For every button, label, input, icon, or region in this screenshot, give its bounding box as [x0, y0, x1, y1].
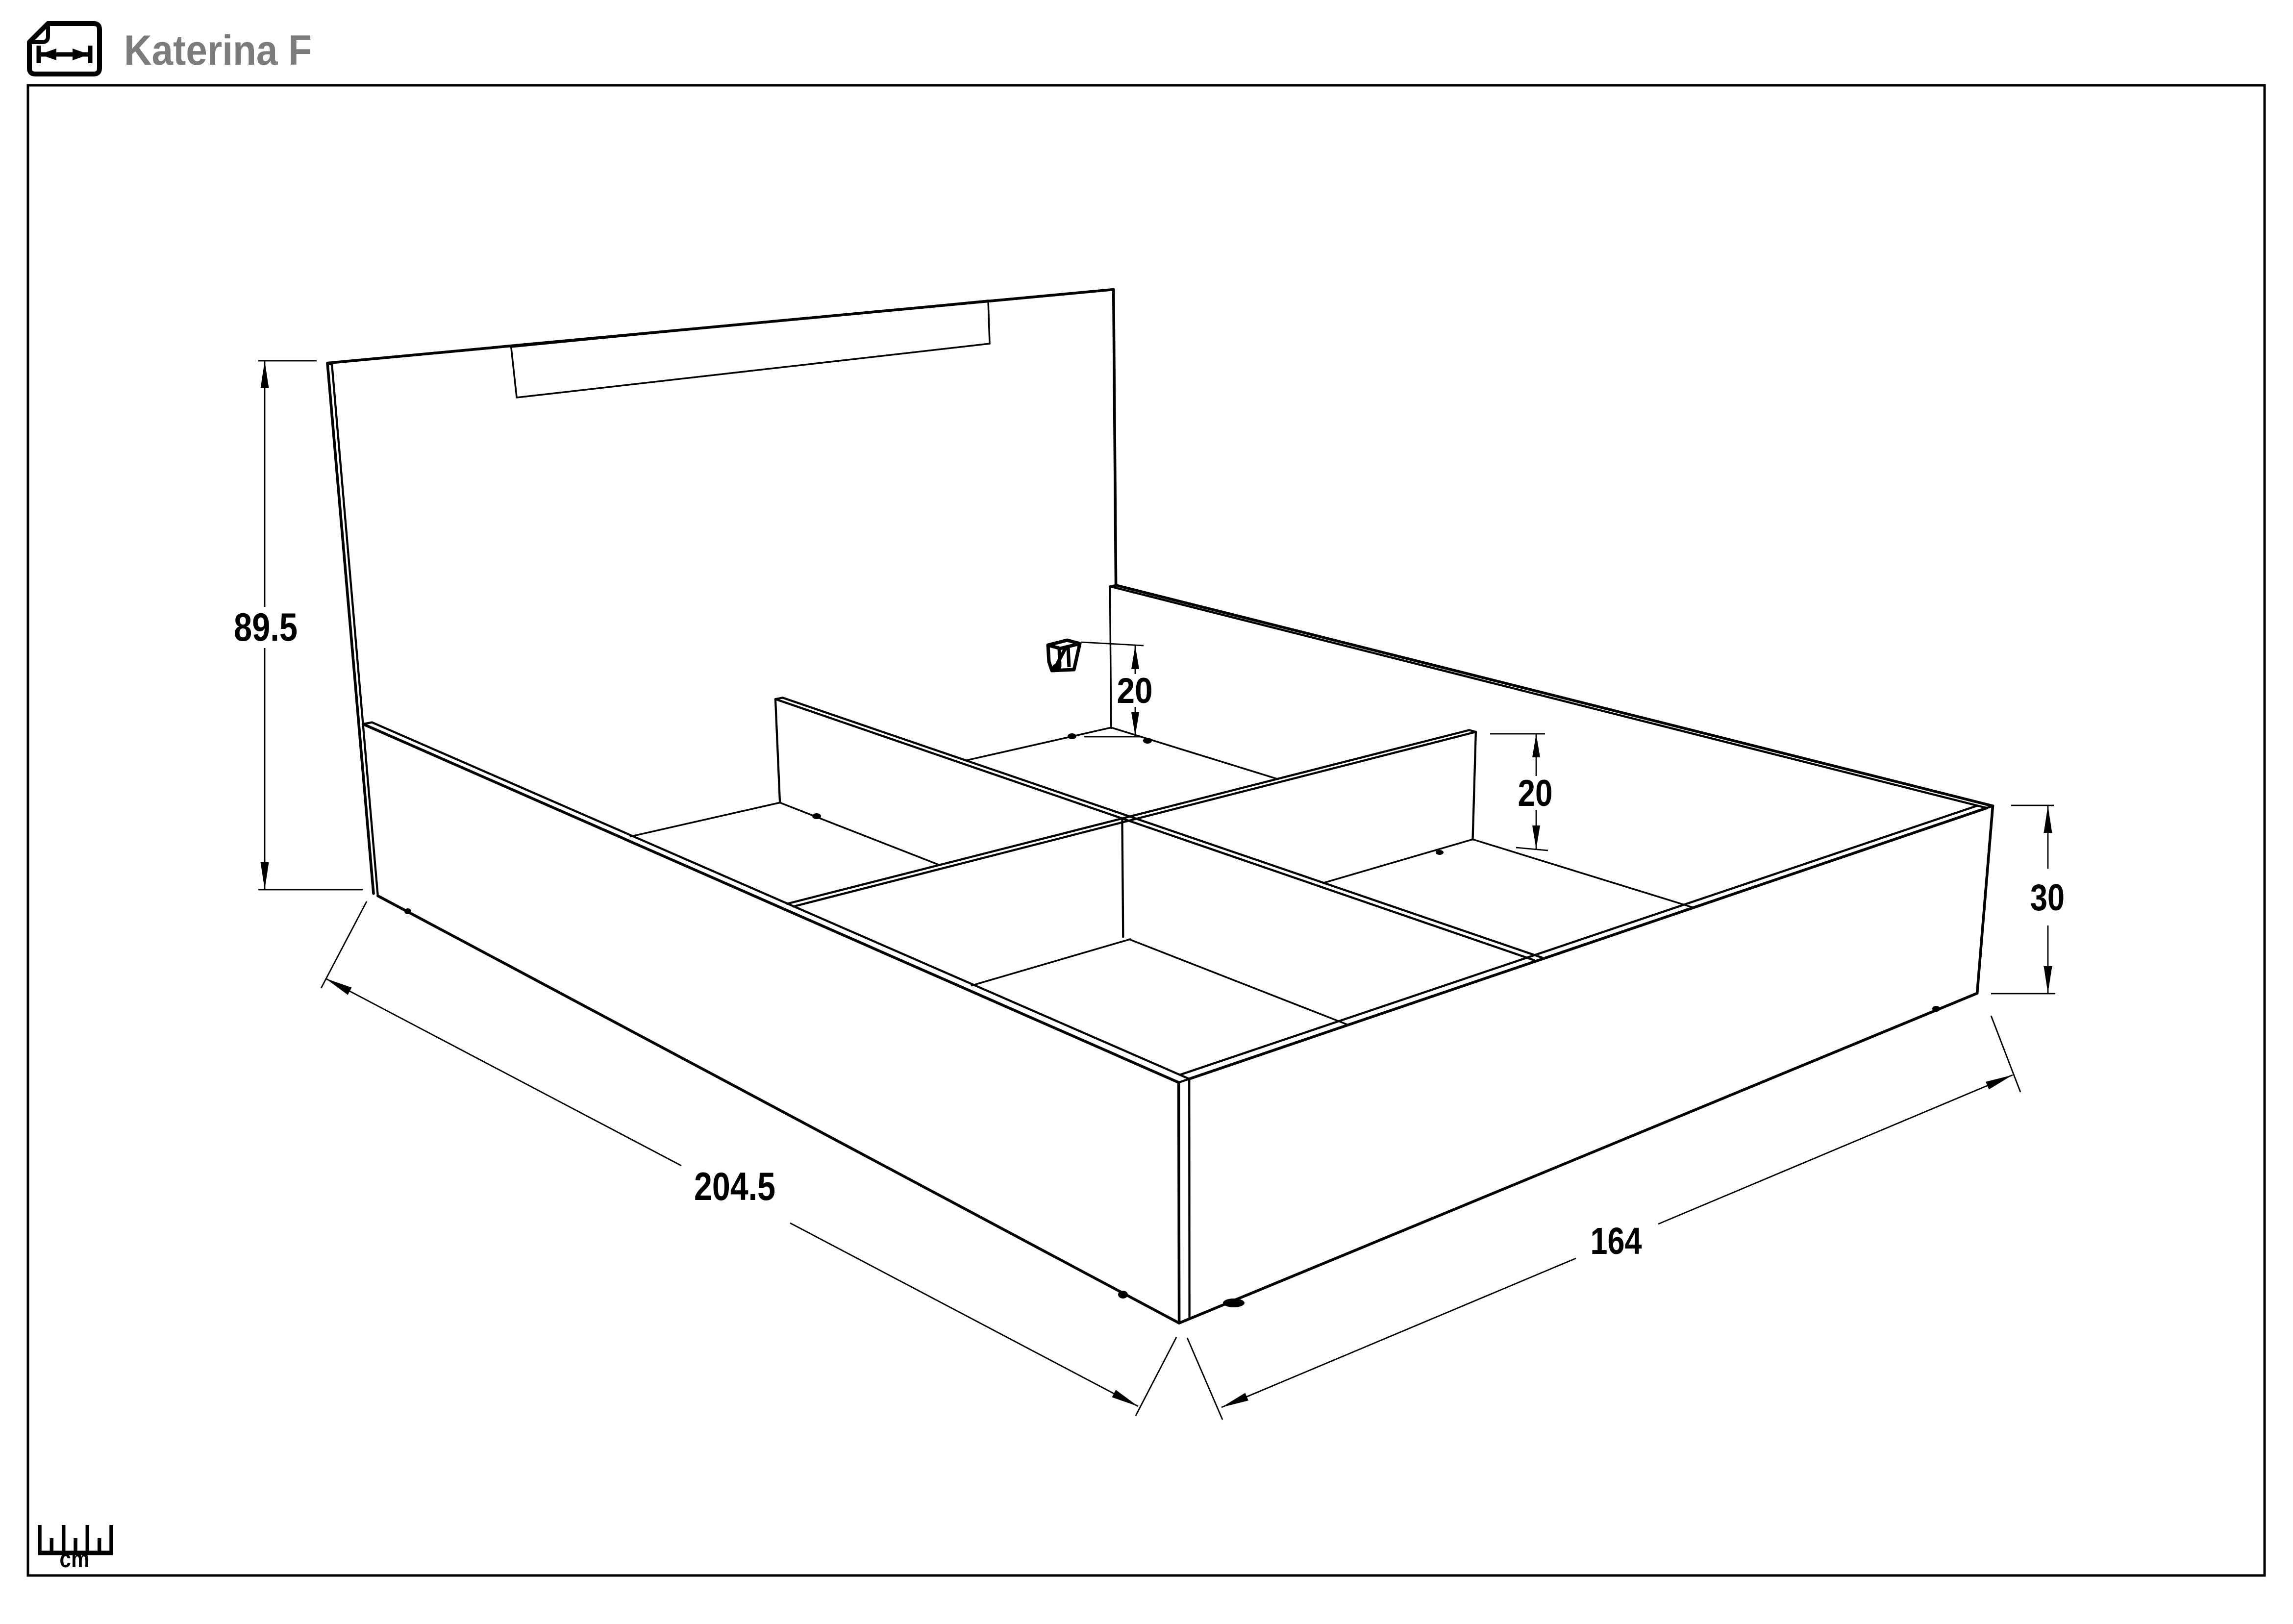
svg-text:cm: cm: [60, 1545, 90, 1573]
svg-text:204.5: 204.5: [694, 1165, 775, 1209]
svg-text:30: 30: [2030, 877, 2065, 919]
svg-text:20: 20: [1518, 773, 1553, 814]
svg-text:20: 20: [1117, 671, 1153, 711]
svg-text:Katerina F: Katerina F: [124, 27, 312, 74]
svg-text:89.5: 89.5: [234, 605, 298, 650]
svg-text:164: 164: [1591, 1220, 1642, 1262]
